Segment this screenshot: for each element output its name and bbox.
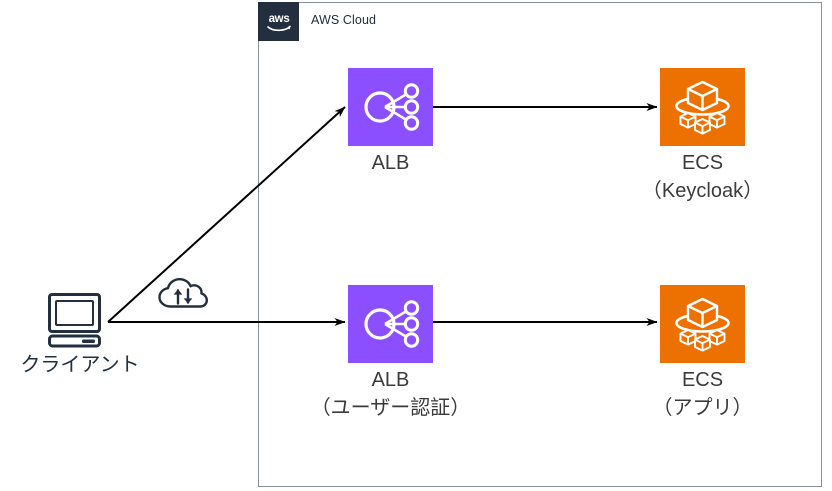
desktop-computer-icon [48, 293, 101, 348]
client-label: クライアント [20, 354, 140, 376]
application-load-balancer-icon [348, 285, 433, 363]
client-node: クライアント [20, 292, 140, 376]
node-label: ECS [681, 152, 724, 174]
node-sublabel: （アプリ） [652, 397, 753, 419]
aws-cloud-label: AWS Cloud [311, 13, 377, 27]
node-ecs-top-labels: ECS （Keycloak） [600, 150, 805, 204]
node-ecs-bottom-labels: ECS （アプリ） [600, 367, 805, 421]
internet-cloud-node [157, 275, 209, 313]
node-sublabel: （ユーザー認証） [310, 397, 471, 419]
elastic-container-service-icon [660, 285, 745, 363]
svg-text:aws: aws [268, 13, 289, 25]
node-label: ALB [371, 369, 410, 391]
node-label: ALB [371, 152, 410, 174]
elastic-container-service-icon [660, 68, 745, 146]
node-alb-top-labels: ALB [288, 150, 493, 176]
application-load-balancer-icon [348, 68, 433, 146]
aws-logo-icon: aws [258, 2, 299, 41]
node-label: ECS [681, 369, 724, 391]
node-sublabel: （Keycloak） [641, 180, 764, 202]
cloud-upload-download-icon [158, 278, 208, 308]
node-alb-bottom-labels: ALB （ユーザー認証） [288, 367, 493, 421]
